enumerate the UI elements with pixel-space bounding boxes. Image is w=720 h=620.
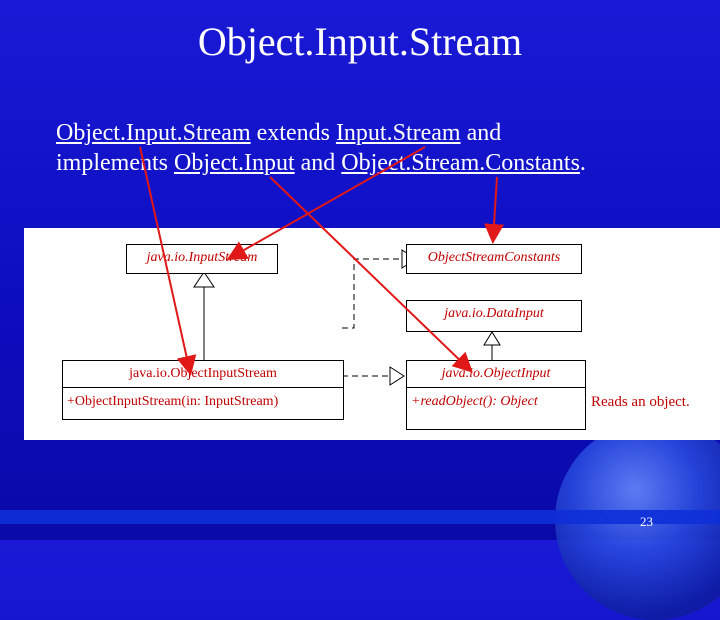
uml-class-object-input: java.io.ObjectInput +readObject(): Objec…: [406, 360, 586, 430]
arrow-to-object-stream-constants: [484, 176, 504, 244]
uml-class-ois-name: java.io.ObjectInputStream: [129, 366, 277, 381]
body-text-and: and: [460, 120, 502, 146]
body-link-input-stream: Input.Stream: [335, 120, 461, 146]
inherit-arrow-input-stream: [193, 271, 215, 288]
uml-class-data-input: java.io.DataInput: [406, 300, 582, 332]
annotation-arrows: [139, 146, 504, 376]
uml-class-object-input-stream: java.io.ObjectInputStream +ObjectInputSt…: [62, 360, 344, 420]
uml-connectors: [193, 249, 501, 386]
arrow-to-object-input-stream: [139, 146, 197, 376]
body-text-and-2: and: [294, 150, 342, 176]
inherit-arrow-data-input: [483, 331, 501, 346]
body-text-period: .: [579, 150, 586, 176]
arrow-to-object-input: [269, 176, 473, 373]
slide-body-text: Object.Input.Stream extends Input.Stream…: [56, 118, 696, 178]
uml-member-read-object: +readObject(): Object: [411, 394, 538, 409]
realize-arrow-object-input: [389, 366, 405, 386]
uml-member-ois-constructor: +ObjectInputStream(in: InputStream): [67, 394, 279, 409]
uml-class-object-stream-constants: ObjectStreamConstants: [406, 244, 582, 274]
arrow-to-input-stream: [226, 146, 426, 260]
page-number: 23: [640, 514, 653, 529]
body-text-implements: implements: [56, 150, 174, 176]
uml-class-constants-name: ObjectStreamConstants: [427, 250, 561, 265]
body-text-extends: extends: [250, 120, 336, 146]
body-link-object-input-stream: Object.Input.Stream: [56, 120, 251, 146]
slide-title: Object.Input.Stream: [197, 19, 523, 64]
uml-class-input-stream: java.io.InputStream: [126, 244, 278, 274]
footer-bar: [0, 510, 720, 524]
body-link-object-input: Object.Input: [173, 150, 295, 176]
uml-diagram: java.io.InputStream ObjectStreamConstant…: [24, 228, 720, 440]
uml-class-data-input-name: java.io.DataInput: [444, 306, 544, 321]
uml-note-reads-object: Reads an object.: [591, 394, 690, 410]
